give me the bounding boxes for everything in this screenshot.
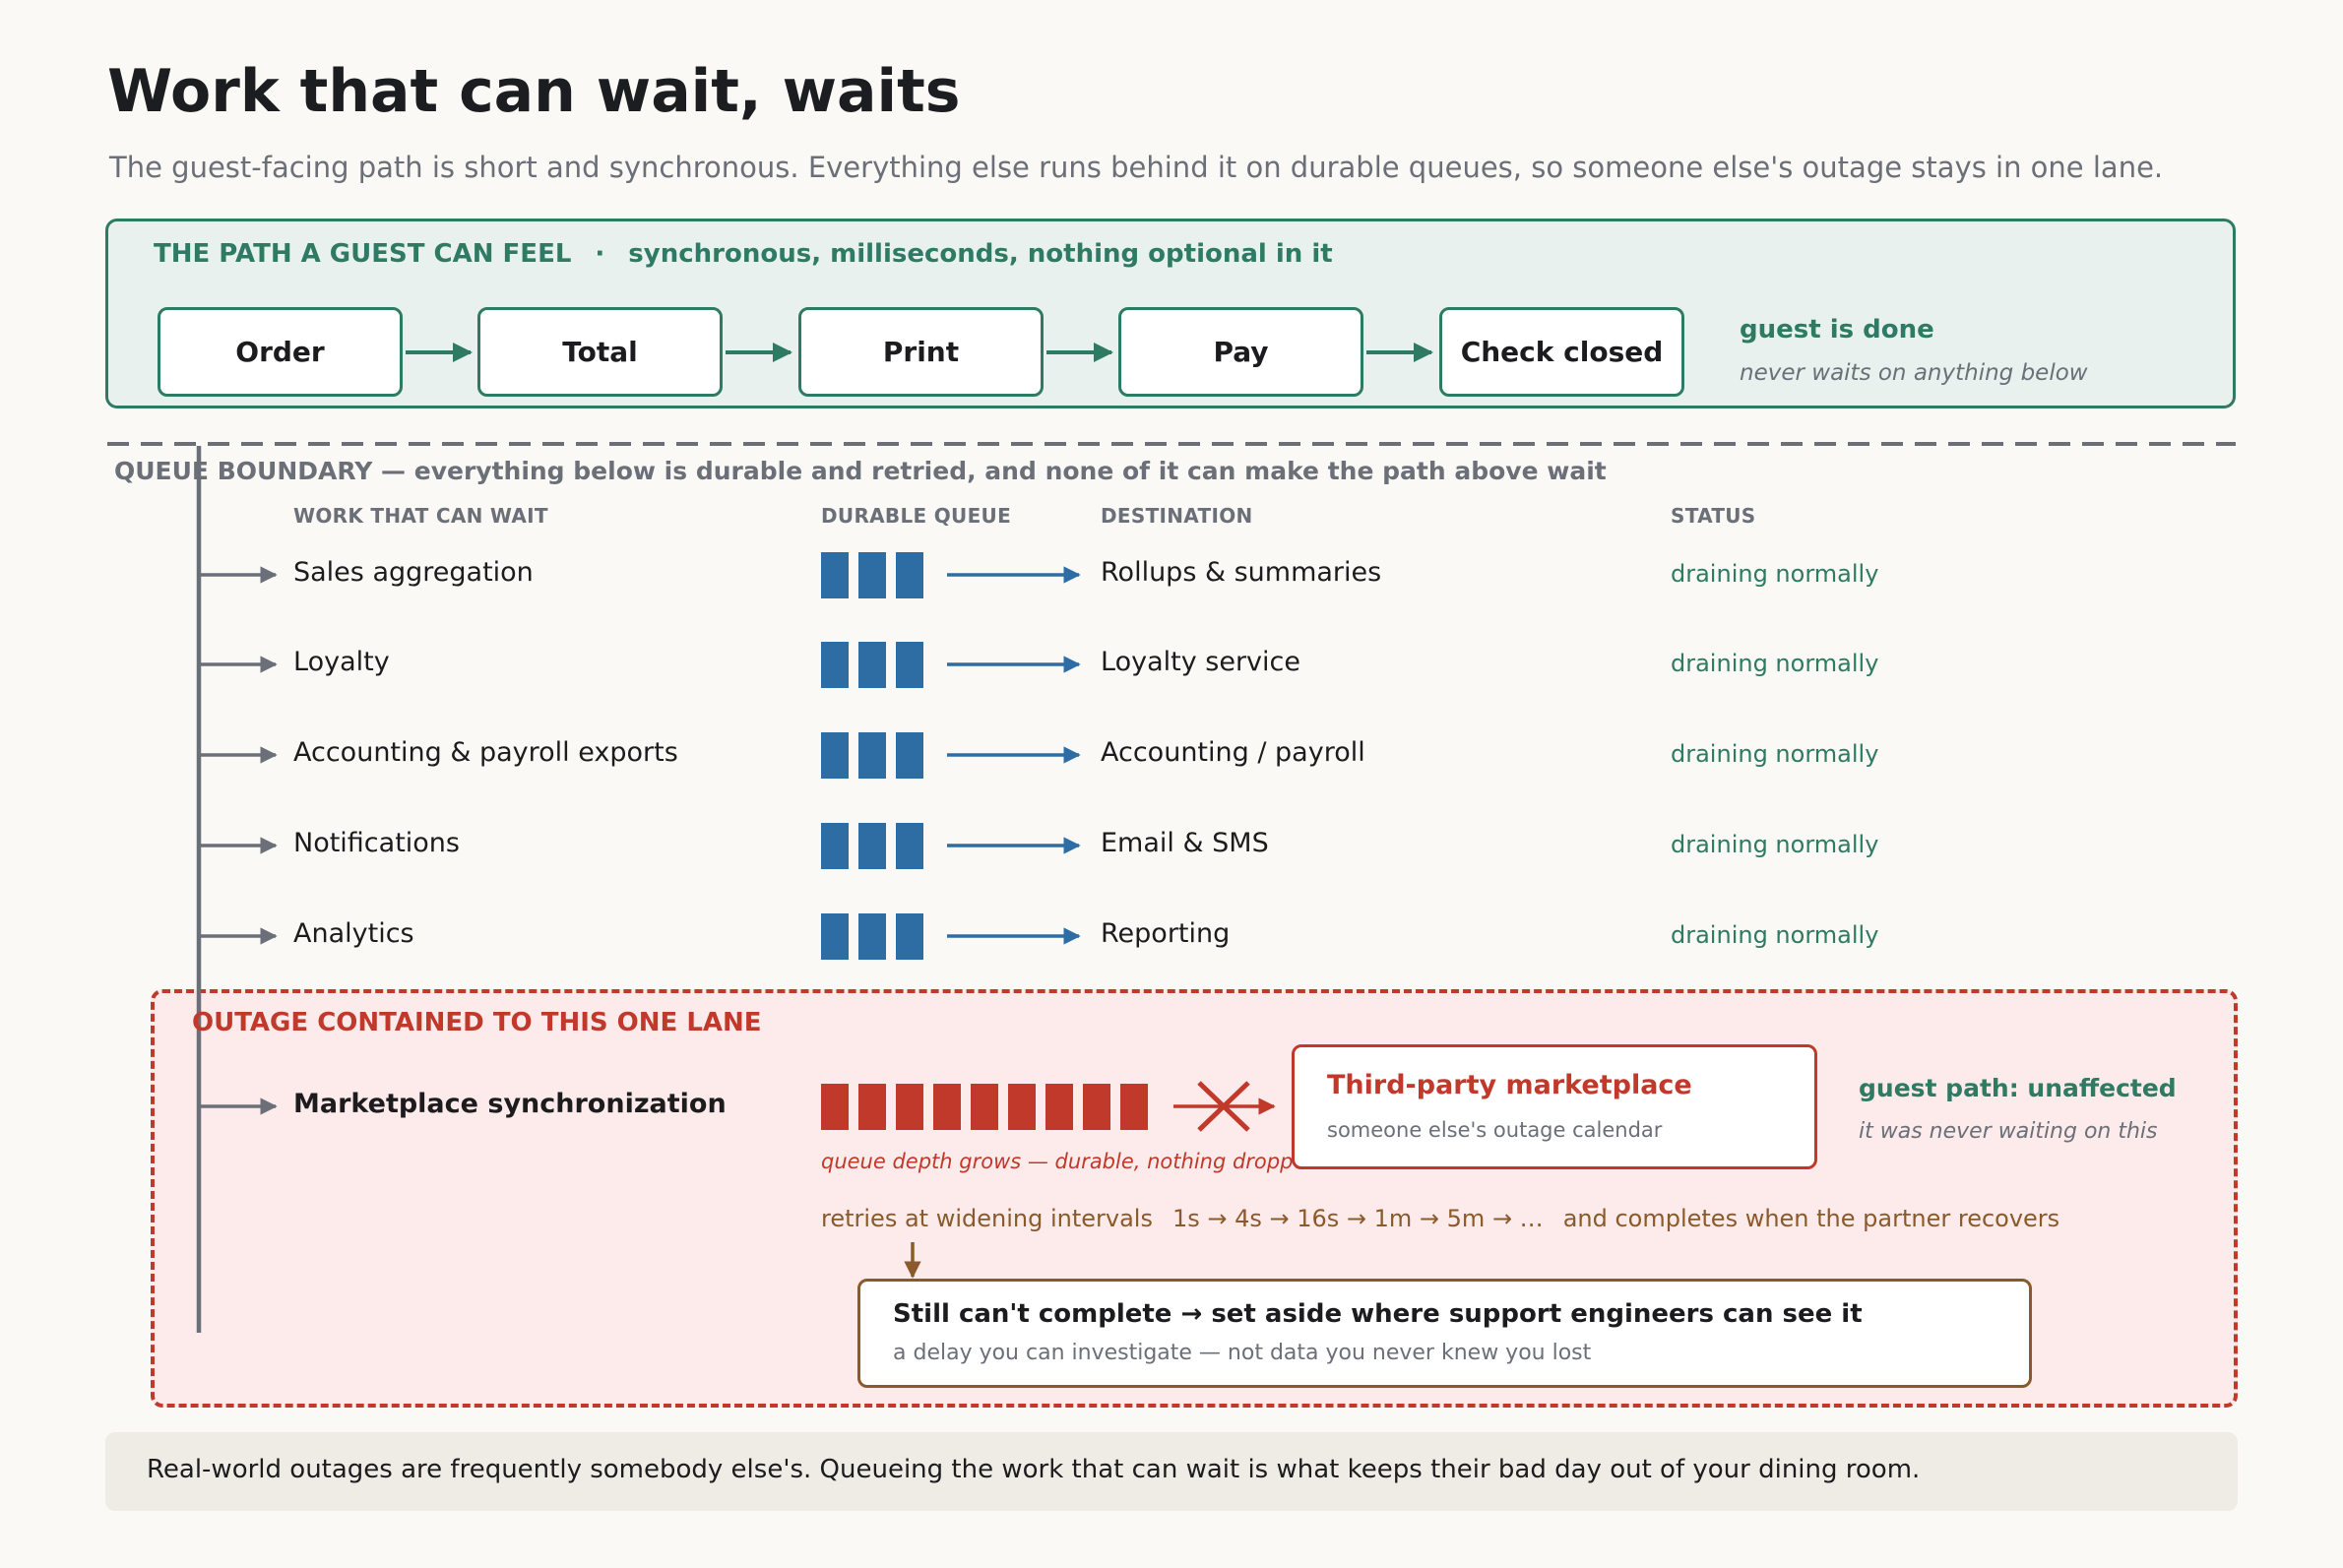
lane-destination: Loyalty service [1101, 647, 1300, 677]
guest-path-unaffected-note: it was never waiting on this [1859, 1119, 2158, 1144]
column-header-destination: DESTINATION [1101, 504, 1253, 528]
lane-notifications [199, 823, 1081, 869]
lane-work: Analytics [293, 918, 414, 949]
queue-depth-note: queue depth grows — durable, nothing dro… [821, 1150, 1319, 1173]
queue-boundary-label: QUEUE BOUNDARY — everything below is dur… [114, 457, 1607, 485]
page-title: Work that can wait, waits [107, 57, 961, 126]
retries-outcome: and completes when the partner recovers [1562, 1205, 2060, 1232]
lane-marketplace [199, 1081, 1276, 1279]
lane-status: draining normally [1671, 831, 1879, 858]
set-aside-box [857, 1279, 2032, 1388]
lane-sales-aggregation [199, 552, 1081, 598]
lane-destination: Email & SMS [1101, 828, 1269, 858]
lane-accounting-payroll [199, 732, 1081, 779]
retries-label: retries at widening intervals [821, 1205, 1153, 1232]
step-order: Order [158, 307, 403, 397]
marketplace-destination-note: someone else's outage calendar [1327, 1118, 1663, 1142]
footer-text: Real-world outages are frequently somebo… [147, 1455, 1921, 1484]
column-header-status: STATUS [1671, 504, 1756, 528]
column-header-work: WORK THAT CAN WAIT [293, 504, 548, 528]
marketplace-work-label: Marketplace synchronization [293, 1089, 727, 1119]
lane-destination: Reporting [1101, 918, 1231, 949]
step-print: Print [798, 307, 1044, 397]
lane-work: Notifications [293, 828, 460, 858]
lane-loyalty [199, 642, 1081, 688]
lane-destination: Accounting / payroll [1101, 737, 1365, 768]
retries-line: retries at widening intervals 1s → 4s → 1… [821, 1205, 2079, 1232]
lane-status: draining normally [1671, 560, 1879, 588]
lane-work: Loyalty [293, 647, 390, 677]
step-total: Total [477, 307, 723, 397]
lane-work: Sales aggregation [293, 557, 534, 588]
retries-schedule: 1s → 4s → 16s → 1m → 5m → … [1172, 1205, 1544, 1232]
lane-status: draining normally [1671, 650, 1879, 677]
lane-status: draining normally [1671, 921, 1879, 949]
guest-done-note: never waits on anything below [1740, 360, 2088, 386]
column-header-queue: DURABLE QUEUE [821, 504, 1012, 528]
guest-path-unaffected-label: guest path: unaffected [1859, 1074, 2177, 1102]
sync-path-heading-label: THE PATH A GUEST CAN FEEL [154, 239, 572, 269]
heading-separator: · [595, 239, 605, 269]
lane-destination: Rollups & summaries [1101, 557, 1382, 588]
marketplace-destination-name: Third-party marketplace [1327, 1070, 1692, 1100]
step-check-closed: Check closed [1439, 307, 1684, 397]
footer-callout [105, 1432, 2238, 1511]
lane-analytics [199, 913, 1081, 960]
sync-path-heading: THE PATH A GUEST CAN FEEL · synchronous, m… [154, 239, 1333, 269]
step-pay: Pay [1118, 307, 1363, 397]
outage-heading: OUTAGE CONTAINED TO THIS ONE LANE [192, 1008, 762, 1037]
blocked-x-icon [1197, 1081, 1250, 1132]
lane-work: Accounting & payroll exports [293, 737, 678, 768]
guest-done-label: guest is done [1740, 315, 1934, 345]
lane-status: draining normally [1671, 740, 1879, 768]
set-aside-note: a delay you can investigate — not data y… [893, 1341, 1592, 1365]
sync-path-heading-note: synchronous, milliseconds, nothing optio… [628, 239, 1333, 269]
set-aside-title: Still can't complete → set aside where s… [893, 1299, 1863, 1329]
page-subtitle: The guest-facing path is short and synch… [109, 151, 2164, 184]
marketplace-destination-box [1292, 1044, 1817, 1169]
